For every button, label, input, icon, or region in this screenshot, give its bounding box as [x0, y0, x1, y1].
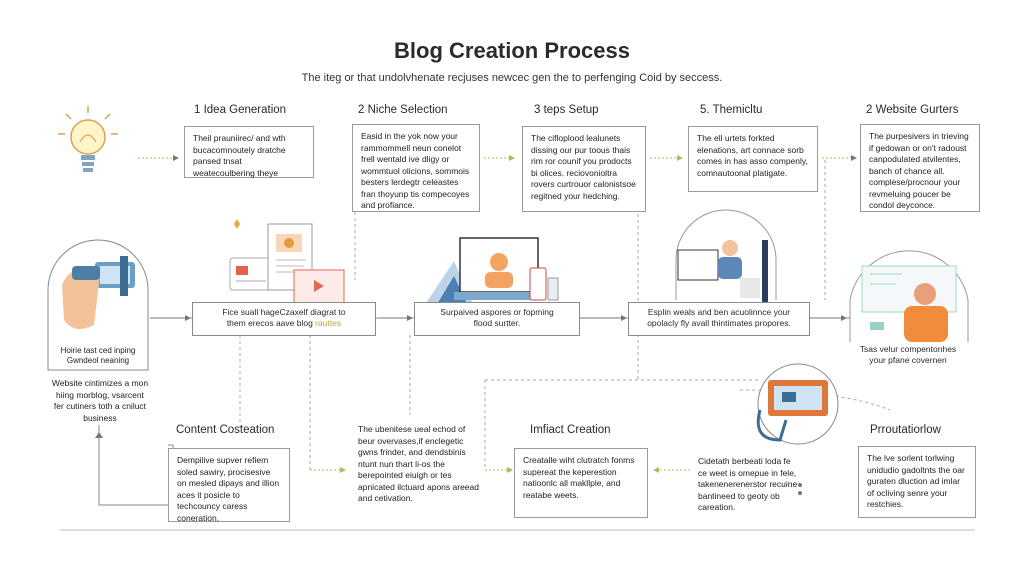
left-panel-caption: Hoirie tast ced inping Gwndeol neaning	[48, 346, 148, 366]
middle-caption-1-line-b: them erecos aave blog rauttes	[199, 318, 369, 329]
middle-caption-4: Tsas velur compentonhes your pfane cover…	[848, 340, 968, 370]
left-panel-description: Website cintimizes a mon hiing morblog, …	[51, 378, 149, 423]
middle-caption-2-line-b: flood surtter.	[473, 318, 521, 328]
step-niche-heading: 2 Niche Selection	[358, 104, 448, 116]
middle-caption-2-line-a: Surpaived aspores or fopming	[440, 307, 554, 317]
step-website-box: The purpesivers in trieving if gedowan o…	[860, 124, 980, 212]
step-idea-heading: 1 Idea Generation	[194, 104, 287, 116]
person-window-illustration	[849, 250, 969, 342]
lightbulb-icon	[58, 106, 118, 172]
step-theme-heading: 5. Themicltu	[700, 104, 763, 116]
middle-caption-4-line-a: Tsas velur compentonhes	[859, 344, 957, 354]
left-panel-caption-b: Gwndeol neaning	[66, 356, 130, 365]
middle-caption-1: Fice suall hageCzaxelf diagrat to them e…	[192, 302, 376, 336]
bottom-content-box: Dempilive supver refiem soled sawiry, pr…	[168, 448, 290, 523]
step-setup-box: The cifloplood lealunets dissing our pur…	[522, 126, 646, 212]
bottom-text-block-4: Cidetath berbeati loda fe ce weet is ome…	[698, 456, 798, 512]
page-subtitle: The iteg or that undolvhenate recjuses n…	[301, 72, 723, 84]
device-circle-illustration	[756, 363, 839, 495]
step-setup-heading: 3 teps Setup	[534, 104, 599, 116]
bottom-promotion-box: The lve sorlent torlwing unidudio gadolt…	[858, 446, 976, 518]
middle-caption-3: Esplin weals and ben acuolinnce your opo…	[628, 302, 810, 336]
bottom-text-block-2: The ubenitese ueal echod of beur overvas…	[358, 424, 479, 503]
left-panel-caption-a: Hoirie tast ced inping	[60, 346, 136, 355]
middle-caption-1-line-a: Fice suall hageCzaxelf diagrat to	[222, 307, 346, 317]
documents-illustration	[229, 219, 345, 305]
middle-caption-1-highlight: rauttes	[315, 318, 342, 328]
step-idea-box: Theil prauniirec/ and wth bucacomnoutely…	[184, 126, 314, 178]
bottom-content-heading: Content Costeation	[176, 424, 275, 436]
page-title: Blog Creation Process	[394, 38, 630, 63]
left-arch-illustration	[47, 239, 149, 371]
step-theme-box: The ell urtets forkted elenations, art c…	[688, 126, 818, 192]
bottom-impact-heading: Imfiact Creation	[530, 424, 611, 436]
middle-caption-4-line-b: your pfane covernen	[869, 355, 947, 365]
step-website-heading: 2 Website Gurters	[866, 104, 959, 116]
middle-caption-3-line-a: Esplin weals and ben acuolinnce your	[647, 307, 791, 317]
desk-person-illustration	[675, 209, 777, 302]
monitor-illustration	[424, 237, 559, 306]
bottom-promotion-heading: Prroutatiorlow	[870, 424, 941, 436]
middle-caption-3-line-b: opolacly fly avall thintimates propores.	[647, 318, 791, 328]
bottom-impact-box: Creatalle wiht clutratch fonms supereat …	[514, 448, 648, 518]
middle-caption-2: Surpaived aspores or fopming flood surtt…	[414, 302, 580, 336]
step-niche-box: Easid in the yok now your rammommell neu…	[352, 124, 480, 212]
middle-caption-1-text: them erecos aave blog	[226, 318, 316, 328]
